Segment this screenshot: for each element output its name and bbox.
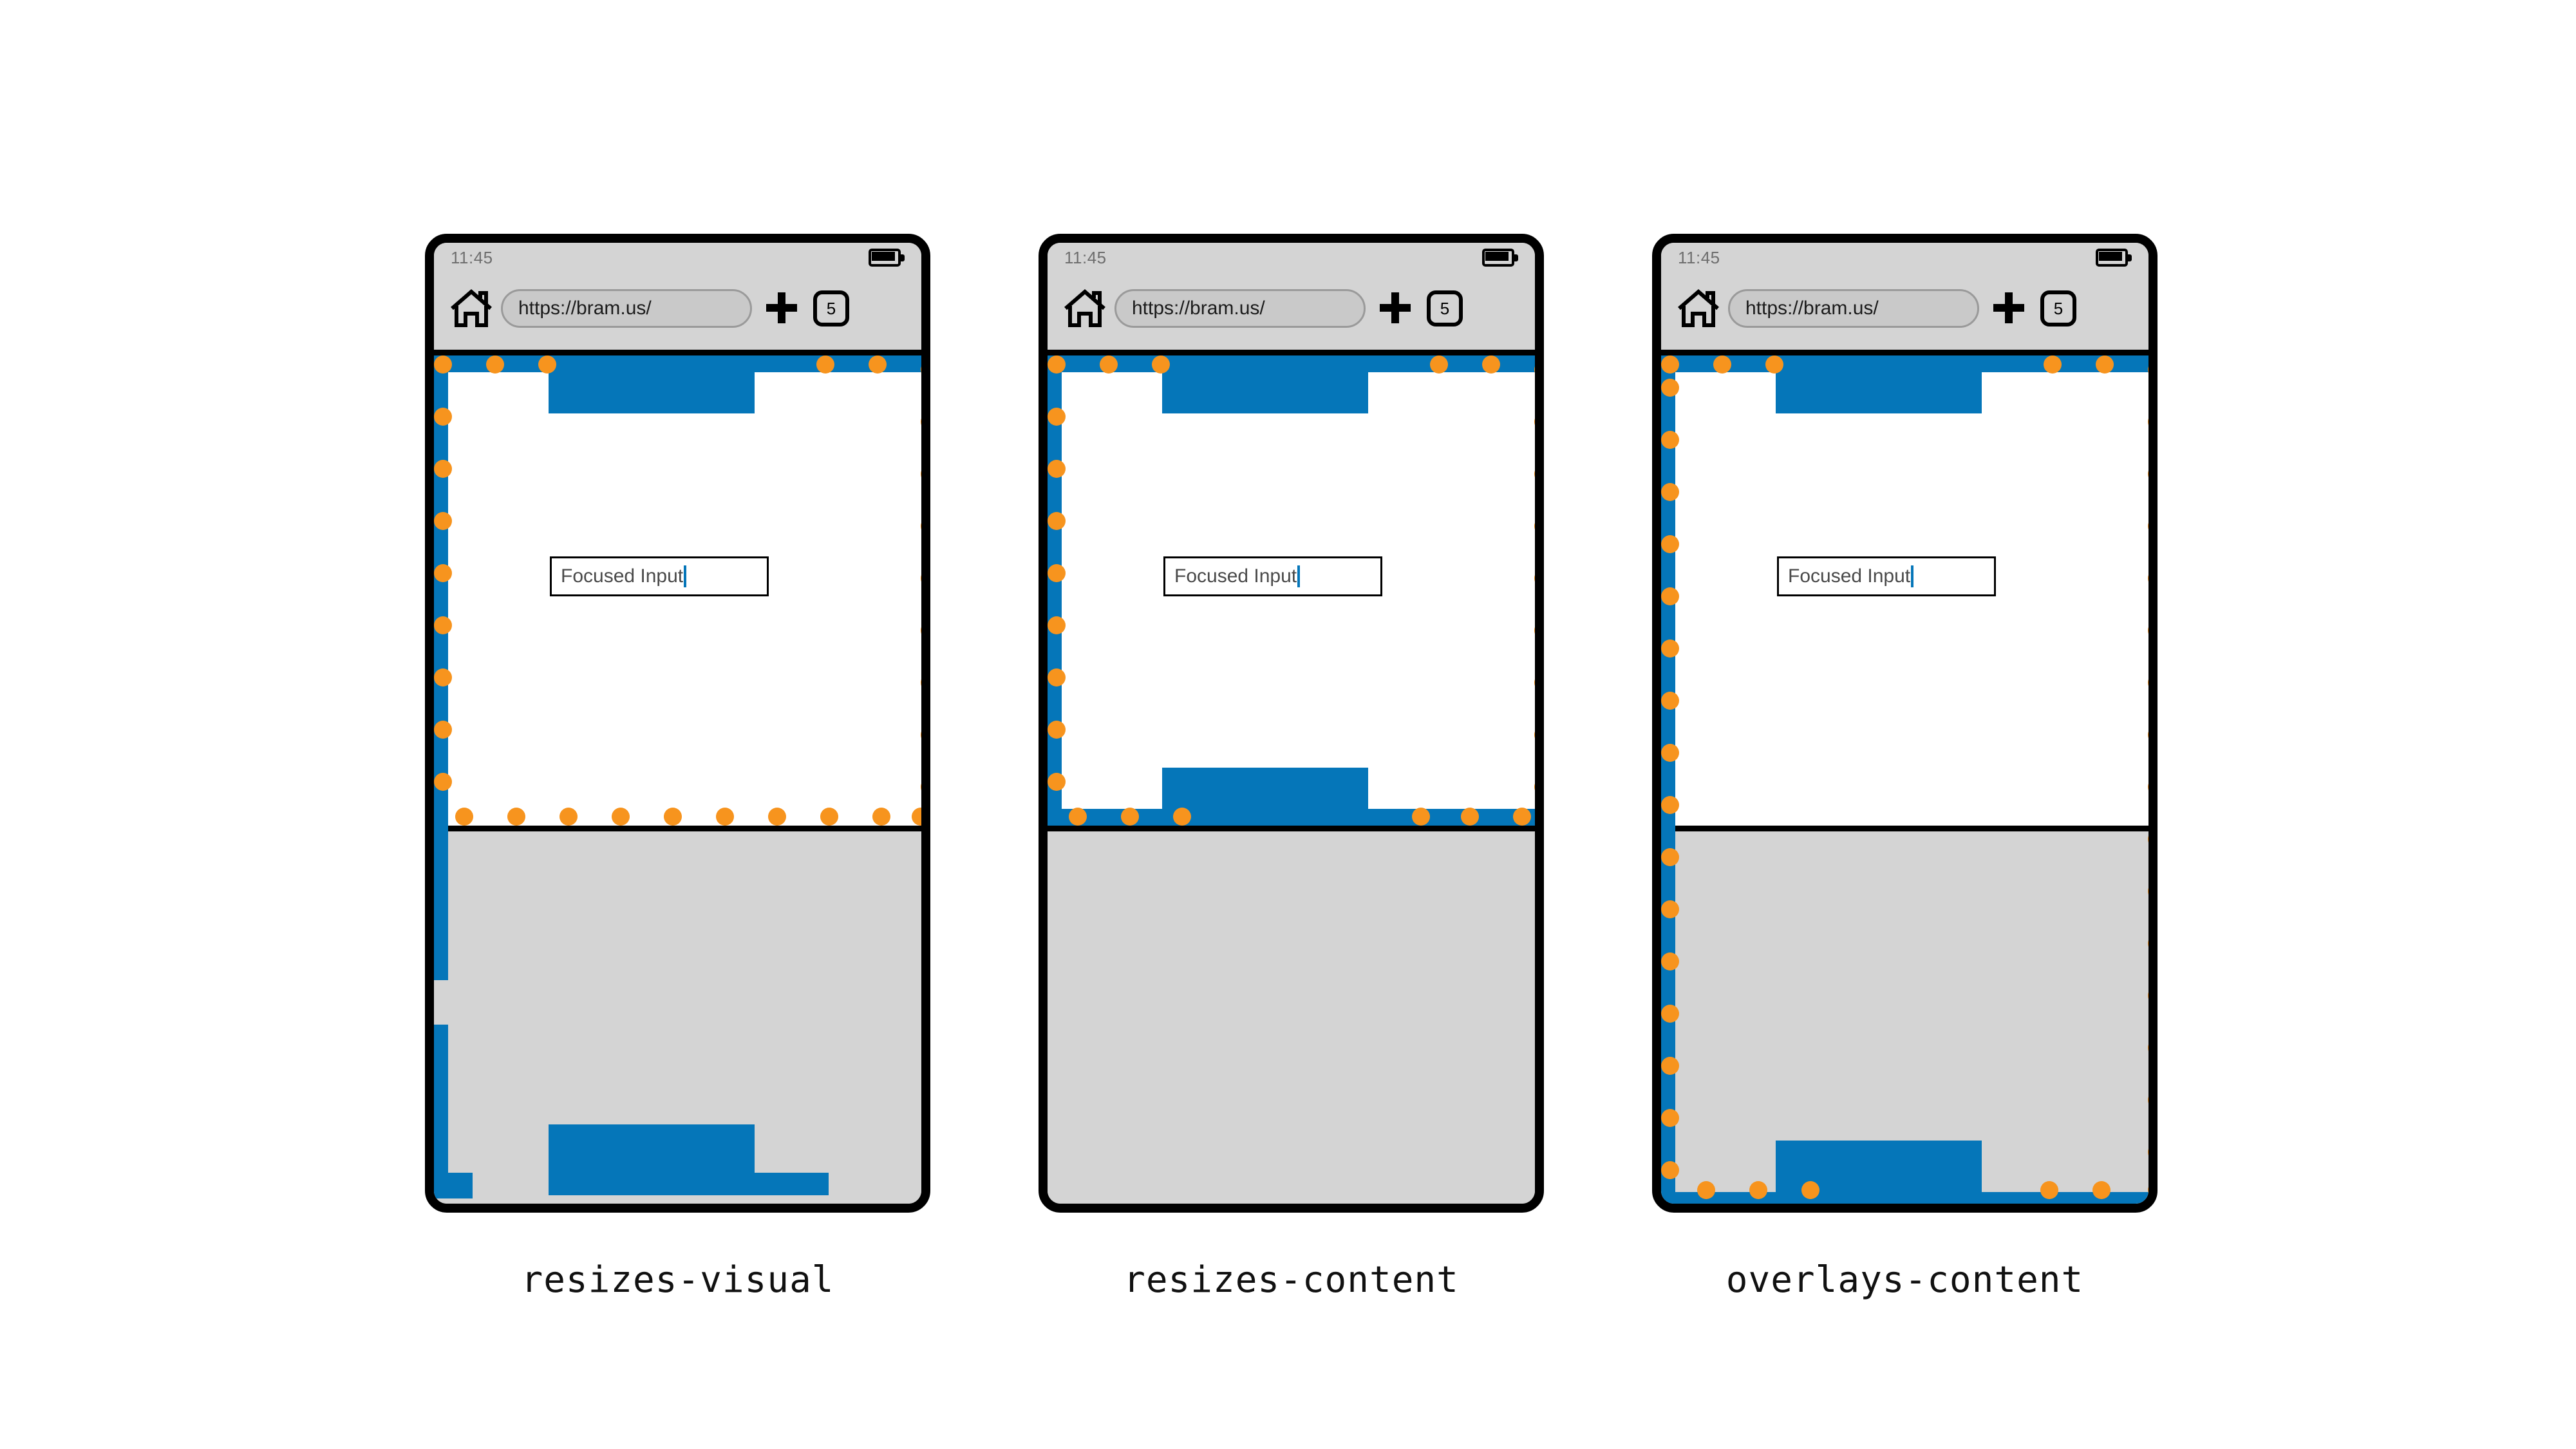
- plus-icon[interactable]: [1993, 292, 2024, 323]
- home-icon[interactable]: [449, 288, 493, 328]
- focused-input[interactable]: Focused Input: [1777, 556, 1996, 596]
- layout-block-footer-tail: [549, 1173, 829, 1195]
- layout-block-footer: [1776, 1141, 1982, 1204]
- home-icon[interactable]: [1063, 288, 1107, 328]
- focused-input-value: Focused Input: [561, 565, 684, 587]
- phone-overlays-content: 11:45 https://bram.us/ 5: [1652, 234, 2158, 1213]
- web-content-area: Focused Input: [434, 355, 930, 826]
- status-bar: 11:45: [1048, 243, 1535, 274]
- web-content-area: Focused Input: [1048, 355, 1544, 826]
- url-bar[interactable]: https://bram.us/: [501, 289, 752, 328]
- url-text: https://bram.us/: [1745, 298, 1879, 319]
- focused-input-value: Focused Input: [1788, 565, 1911, 587]
- phone-resizes-content: 11:45 https://bram.us/ 5: [1039, 234, 1544, 1213]
- url-text: https://bram.us/: [518, 298, 652, 319]
- text-caret: [1297, 565, 1301, 587]
- layout-block-left-rail: [434, 355, 448, 826]
- text-caret: [1911, 565, 1914, 587]
- layout-block-right-rail-lower: [925, 1025, 930, 1198]
- browser-chrome: 11:45 https://bram.us/ 5: [1048, 243, 1535, 355]
- web-content-area: Focused Input: [1661, 355, 2158, 826]
- focused-input[interactable]: Focused Input: [550, 556, 769, 596]
- plus-icon[interactable]: [1380, 292, 1411, 323]
- virtual-keyboard: [1048, 826, 1535, 1204]
- layout-block-left-rail-lower: [434, 1025, 448, 1198]
- caption-overlays-content: overlays-content: [1725, 1259, 2084, 1301]
- caption-resizes-content: resizes-content: [1123, 1259, 1459, 1301]
- layout-block-header: [549, 355, 755, 413]
- layout-block-footer-left-foot: [434, 1173, 473, 1198]
- status-bar: 11:45: [434, 243, 921, 274]
- browser-toolbar: https://bram.us/ 5: [434, 274, 921, 350]
- battery-full-icon: [869, 249, 905, 267]
- layout-block-left-rail-under-keyboard: [1661, 826, 1675, 1204]
- layout-block-right-rail-behind-keyboard: [925, 826, 930, 980]
- browser-chrome: 11:45 https://bram.us/ 5: [1661, 243, 2148, 355]
- browser-chrome: 11:45 https://bram.us/ 5: [434, 243, 921, 355]
- layout-block-header: [1162, 355, 1368, 413]
- layout-block-right-rail: [1539, 355, 1544, 826]
- phone-resizes-visual: 11:45 https://bram.us/ 5: [425, 234, 930, 1213]
- battery-full-icon: [2096, 249, 2132, 267]
- tab-count-button[interactable]: 5: [813, 290, 849, 327]
- focused-input-value: Focused Input: [1174, 565, 1297, 587]
- url-bar[interactable]: https://bram.us/: [1728, 289, 1979, 328]
- virtual-keyboard: [1661, 826, 2148, 1204]
- status-time: 11:45: [451, 248, 493, 267]
- url-bar[interactable]: https://bram.us/: [1114, 289, 1366, 328]
- battery-full-icon: [1482, 249, 1518, 267]
- layout-block-right-rail-under-keyboard: [2152, 826, 2158, 1209]
- layout-block-right-rail: [2152, 355, 2158, 826]
- text-caret: [684, 565, 687, 587]
- status-bar: 11:45: [1661, 243, 2148, 274]
- layout-block-left-rail: [1661, 355, 1675, 826]
- device-screen: Focused Input: [1661, 355, 2158, 1204]
- browser-toolbar: https://bram.us/ 5: [1661, 274, 2148, 350]
- device-screen: Focused Input: [1048, 355, 1544, 1204]
- virtual-keyboard: [434, 826, 930, 1204]
- layout-block-left-rail: [1048, 355, 1062, 826]
- layout-block-right-rail: [925, 355, 930, 826]
- layout-block-bottom-strip: [1048, 809, 1535, 826]
- layout-block-header: [1776, 355, 1982, 413]
- status-time: 11:45: [1678, 248, 1720, 267]
- home-icon[interactable]: [1677, 288, 1720, 328]
- caption-resizes-visual: resizes-visual: [521, 1259, 834, 1301]
- tab-count-button[interactable]: 5: [2040, 290, 2076, 327]
- plus-icon[interactable]: [766, 292, 797, 323]
- focused-input[interactable]: Focused Input: [1163, 556, 1382, 596]
- device-screen: Focused Input: [434, 355, 930, 1204]
- layout-block-left-rail-behind-keyboard: [434, 826, 448, 980]
- status-time: 11:45: [1064, 248, 1107, 267]
- url-text: https://bram.us/: [1132, 298, 1265, 319]
- tab-count-button[interactable]: 5: [1427, 290, 1463, 327]
- browser-toolbar: https://bram.us/ 5: [1048, 274, 1535, 350]
